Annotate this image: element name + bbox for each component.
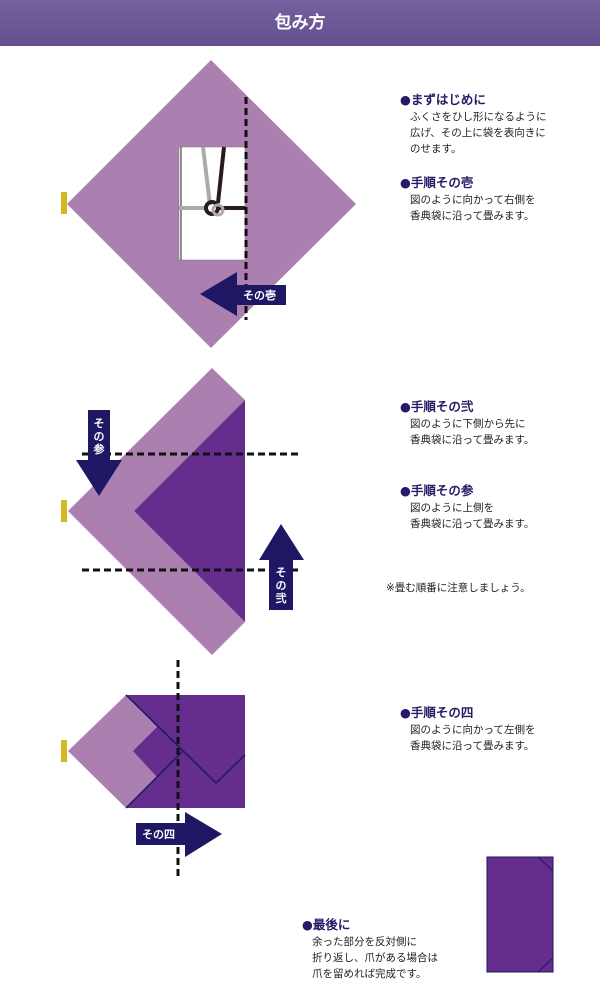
clasp-tab — [61, 192, 67, 214]
clasp-tab — [61, 740, 67, 762]
step-title: ●手順その参 — [400, 483, 474, 498]
step-two: ●手順その弐 図のように下側から先に 香典袋に沿って畳みます。 — [400, 398, 534, 448]
step-final: ●最後に 余った部分を反対側に 折り返し、爪がある場合は 爪を留めれば完成です。 — [302, 916, 438, 982]
clasp-tab — [61, 500, 67, 522]
arrow-step-one: その壱 — [200, 272, 286, 316]
step-body: ふくさをひし形になるように 広げ、その上に袋を表向きに のせます。 — [410, 111, 547, 155]
diagram-start: その壱 — [61, 60, 356, 348]
step-four: ●手順その四 図のように向かって左側を 香典袋に沿って畳みます。 — [400, 704, 535, 754]
arrow-label-three-2: の — [94, 430, 105, 443]
step-body: 図のように向かって左側を 香典袋に沿って畳みます。 — [410, 724, 536, 752]
left-flap — [68, 695, 157, 808]
step-title: ●手順その弐 — [400, 399, 474, 414]
arrow-label-two-2: の — [276, 579, 287, 592]
step-body: 余った部分を反対側に 折り返し、爪がある場合は 爪を留めれば完成です。 — [312, 936, 438, 980]
envelope — [178, 146, 246, 261]
page-title: 包み方 — [0, 0, 600, 46]
arrow-step-two: そ の 弐 — [259, 524, 304, 610]
arrow-label-three-3: 参 — [94, 442, 106, 456]
arrow-label-four: その四 — [142, 828, 175, 841]
arrow-label-one: その壱 — [243, 288, 276, 302]
step-body: 図のように下側から先に 香典袋に沿って畳みます。 — [410, 418, 535, 446]
arrow-label-two-1: そ — [276, 566, 287, 579]
step-title: ●まずはじめに — [400, 92, 486, 107]
fukusa-folded — [68, 368, 245, 655]
step-one: ●手順その壱 図のように向かって右側を 香典袋に沿って畳みます。 — [400, 174, 535, 224]
step-title: ●手順その四 — [400, 705, 474, 720]
arrow-step-three: そ の 参 — [76, 410, 122, 496]
step-body: 図のように上側を 香典袋に沿って畳みます。 — [410, 502, 535, 530]
step-title: ●手順その壱 — [400, 175, 474, 190]
diagram-steps-two-three: そ の 参 そ の 弐 — [61, 368, 304, 655]
step-three: ●手順その参 図のように上側を 香典袋に沿って畳みます。 — [400, 482, 534, 532]
step-title: ●最後に — [302, 917, 351, 932]
arrow-step-four: その四 — [136, 812, 222, 857]
order-note: ※畳む順番に注意しましょう。 — [386, 582, 531, 594]
arrow-label-three-1: そ — [94, 417, 105, 430]
arrow-label-two-3: 弐 — [276, 591, 287, 605]
step-intro: ●まずはじめに ふくさをひし形になるように 広げ、その上に袋を表向きに のせます… — [400, 91, 547, 157]
diagram-step-four: その四 — [61, 660, 246, 876]
step-body: 図のように向かって右側を 香典袋に沿って畳みます。 — [410, 194, 536, 222]
finished-fukusa — [486, 856, 554, 973]
